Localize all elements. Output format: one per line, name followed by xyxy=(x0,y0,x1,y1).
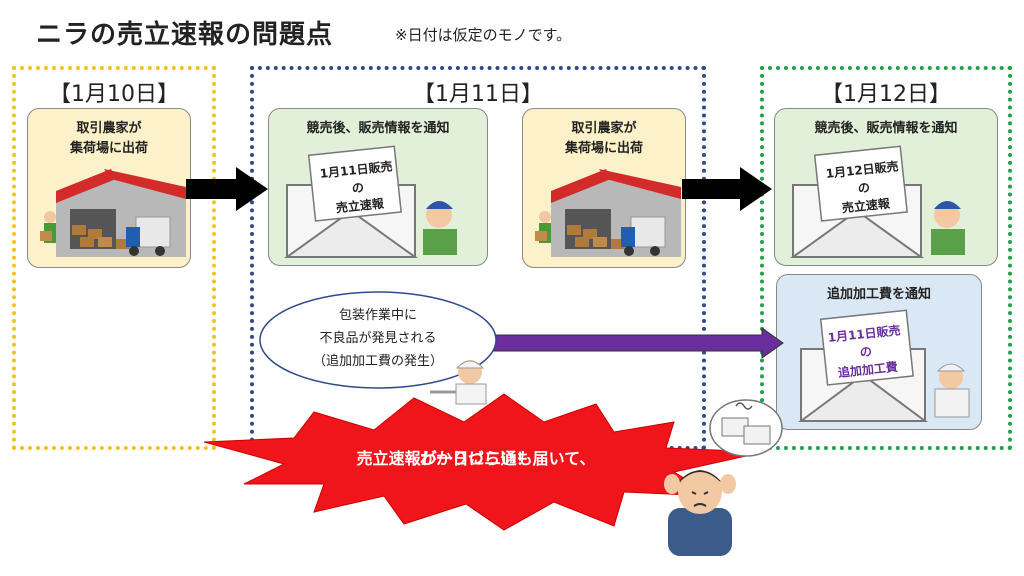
farmer-ship-line2: 集荷場に出荷 xyxy=(69,141,148,156)
arrow-right-purple-icon xyxy=(488,328,784,358)
alert-burst xyxy=(204,393,764,531)
farmer-ship-card-2: 取引農家が 集荷場に出荷 xyxy=(522,108,686,268)
bubble-line1: 包装作業中に xyxy=(338,308,417,323)
notify-card-jan11: 競売後、販売情報を通知 1月11日販売 の 売立速報 xyxy=(268,108,488,266)
speech-bubble xyxy=(259,291,497,389)
bubble-line2: 不良品が発見される xyxy=(319,331,437,346)
arrow-right-icon xyxy=(186,167,268,211)
thought-bubble-icon xyxy=(709,399,783,457)
burst-line2: わかりづらい！ xyxy=(419,449,532,468)
confused-person-icon xyxy=(664,470,736,556)
notify-label: 競売後、販売情報を通知 xyxy=(814,121,958,136)
extra-cost-card: 追加加工費を通知 1月11日販売 の 追加加工費 xyxy=(776,274,982,430)
envelope-icon xyxy=(789,145,965,258)
arrow-right-icon xyxy=(682,167,772,211)
page-title: ニラの売立速報の問題点 xyxy=(36,20,334,50)
envelope-icon xyxy=(797,309,970,422)
farmer-ship-line1: 取引農家が xyxy=(76,121,142,136)
envelope-icon xyxy=(283,145,457,258)
warehouse-icon xyxy=(535,169,681,257)
day-frame-jan10: 【1月10日】 xyxy=(12,66,216,450)
day-label-jan11: 【1月11日】 xyxy=(413,82,543,107)
farmer-ship-line2: 集荷場に出荷 xyxy=(564,141,643,156)
notify-card-jan12: 競売後、販売情報を通知 1月12日販売 の 売立速報 xyxy=(774,108,998,266)
warehouse-icon xyxy=(40,169,186,257)
burst-line1: 売立速報が一日に二通も届いて、 xyxy=(356,449,596,468)
bubble-line3: （追加加工費の発生） xyxy=(312,354,443,369)
day-frame-jan12: 【1月12日】 xyxy=(760,66,1012,450)
worker-icon xyxy=(430,360,487,405)
day-label-jan10: 【1月10日】 xyxy=(49,82,179,107)
farmer-ship-line1: 取引農家が xyxy=(571,121,637,136)
farmer-ship-card: 取引農家が 集荷場に出荷 xyxy=(27,108,191,268)
extra-cost-label: 追加加工費を通知 xyxy=(826,287,931,302)
notify-label: 競売後、販売情報を通知 xyxy=(306,121,450,136)
day-label-jan12: 【1月12日】 xyxy=(821,82,951,107)
date-note: ※日付は仮定のモノです。 xyxy=(395,26,572,44)
